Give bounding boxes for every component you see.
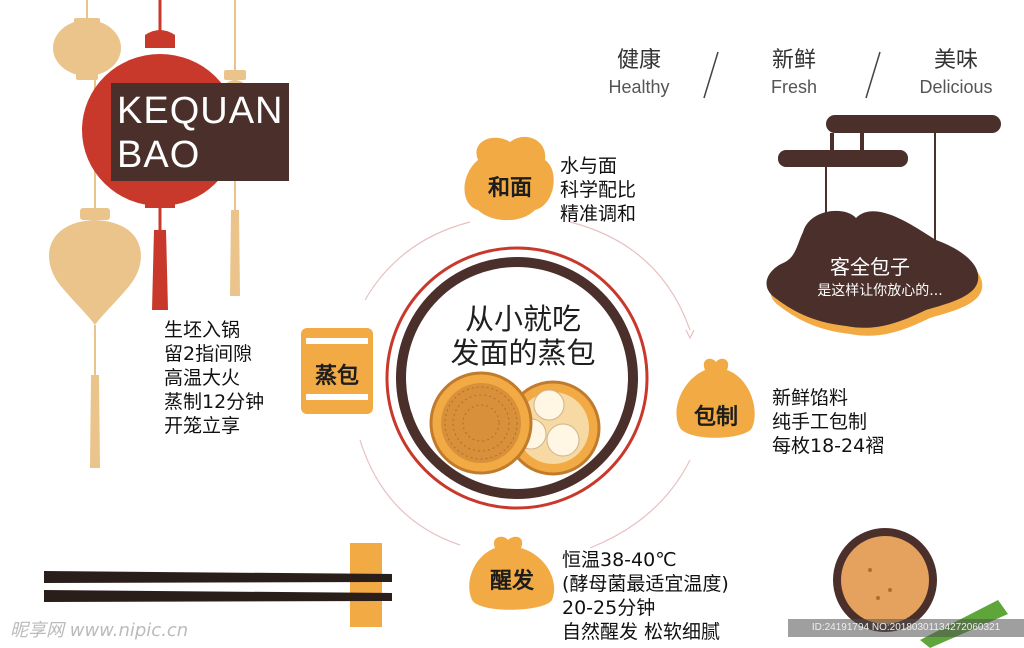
step-proofing-label: 醒发 [489,569,534,594]
proofing-badge-icon [469,536,555,610]
proofing-line: 自然醒发 松软细腻 [562,621,721,643]
steaming-line: 蒸制12分钟 [164,391,265,413]
step-kneading-text: 水与面 科学配比 精准调和 [560,154,636,226]
value-fresh: 新鲜 Fresh [754,47,834,99]
watermark: 昵享网 www.nipic.cn [10,620,189,641]
steamer-plate-icon [385,246,649,510]
kneading-badge-icon [464,136,554,221]
brand-line2: BAO [117,134,201,176]
center-title-line1: 从小就吃 [464,302,581,336]
wrapping-badge-icon [676,358,755,438]
center-title: 从小就吃 发面的蒸包 [433,302,613,370]
value-delicious: 美味 Delicious [908,47,1004,99]
step-wrapping-label: 包制 [693,405,738,430]
step-proofing-text: 恒温38-40℃ (酵母菌最适宜温度) 20-25分钟 自然醒发 松软细腻 [562,548,729,644]
steaming-line: 高温大火 [164,367,241,389]
proofing-line: 20-25分钟 [562,597,656,619]
wrapping-line: 新鲜馅料 [772,387,849,409]
lantern-small-icon [53,18,121,80]
kneading-line: 水与面 [560,155,618,177]
image-id-bar: ID:24191794 NO:20180301134272060321 [788,619,1024,637]
proofing-line: (酵母菌最适宜温度) [562,573,729,595]
value-fresh-cn: 新鲜 [771,48,816,73]
steaming-line: 留2指间隙 [164,343,253,365]
value-delicious-en: Delicious [919,77,993,97]
step-kneading-label: 和面 [487,176,532,201]
hanging-sign-icon [766,115,1001,336]
kneading-line: 精准调和 [560,203,637,225]
wrapping-line: 纯手工包制 [772,411,868,433]
value-healthy-cn: 健康 [616,48,661,73]
steaming-line: 生坯入锅 [164,319,241,341]
value-fresh-en: Fresh [770,77,817,97]
wrapping-line: 每枚18-24褶 [772,435,885,457]
value-healthy-en: Healthy [608,77,670,97]
brand-logo: KEQUAN BAO [111,83,289,181]
steaming-line: 开笼立享 [164,415,241,437]
sign-subtitle: 是这样让你放心的... [817,283,943,299]
value-healthy: 健康 Healthy [598,47,680,99]
chopsticks-icon [44,543,392,627]
step-wrapping-text: 新鲜馅料 纯手工包制 每枚18-24褶 [772,386,884,458]
kneading-line: 科学配比 [560,179,637,201]
step-steaming-label: 蒸包 [314,364,359,389]
step-steaming-text: 生坯入锅 留2指间隙 高温大火 蒸制12分钟 开笼立享 [164,318,264,438]
steamer-badge-icon [301,328,373,414]
sign-title: 客全包子 [830,255,910,279]
value-delicious-cn: 美味 [933,48,978,73]
proofing-line: 恒温38-40℃ [562,549,677,571]
center-title-line2: 发面的蒸包 [450,336,596,370]
lantern-large-icon [49,208,141,468]
brand-line1: KEQUAN [117,90,284,132]
